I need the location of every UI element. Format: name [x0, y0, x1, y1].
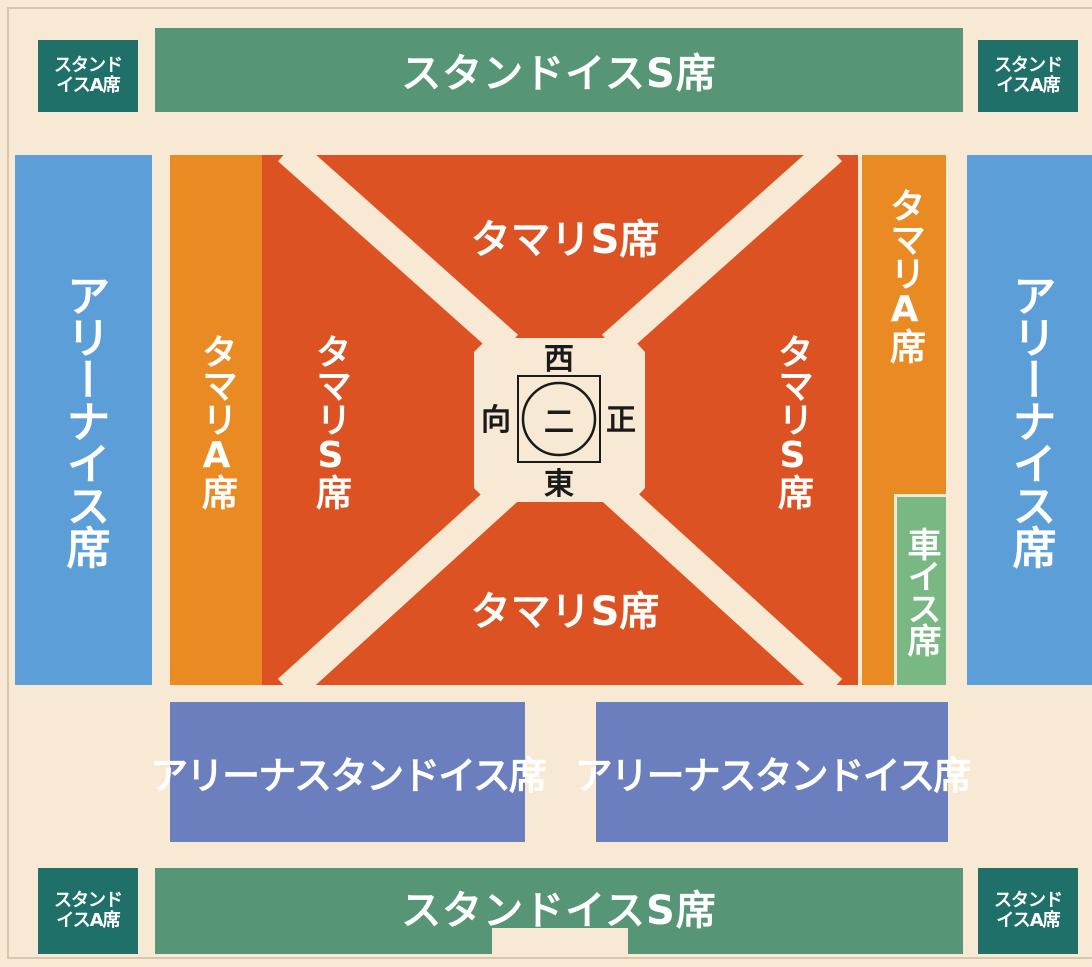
- tamari-s-seat-left[interactable]: タマリS席: [290, 285, 370, 555]
- arena-seat-label: アリーナイス席: [58, 273, 110, 567]
- stand-s-seat-top[interactable]: スタンドイスS席: [155, 28, 963, 112]
- stand-a-label-line1: スタンド: [54, 55, 123, 76]
- stand-a-label-line1: スタンド: [994, 55, 1063, 76]
- wheelchair-seat-label: 車イス席: [901, 527, 941, 655]
- arena-seat-left[interactable]: アリーナイス席: [15, 155, 152, 685]
- tamari-a-label: タマリA席: [884, 187, 925, 362]
- ring-west-label: 向: [481, 403, 511, 438]
- stand-a-label-line2: イスA席: [996, 75, 1060, 96]
- tamari-a-seat-left[interactable]: タマリA席: [170, 155, 262, 685]
- wheelchair-seat[interactable]: 車イス席: [894, 494, 946, 685]
- entrance-gap: [492, 928, 628, 955]
- stand-a-label-line1: スタンド: [994, 890, 1063, 911]
- arena-stand-label: アリーナスタンドイス席: [150, 753, 547, 798]
- stand-a-seat-top-right[interactable]: スタンド イスA席: [978, 40, 1078, 112]
- stand-a-label-line2: イスA席: [56, 910, 120, 931]
- map-frame: [7, 7, 1092, 959]
- arena-seat-right[interactable]: アリーナイス席: [967, 155, 1092, 685]
- stand-a-label-line2: イスA席: [56, 75, 120, 96]
- dohyo-square: [517, 375, 601, 463]
- aisle-lines: [277, 138, 843, 702]
- tamari-s-label-bottom: タマリS席: [471, 589, 660, 635]
- arena-stand-seat-left[interactable]: アリーナスタンドイス席: [150, 702, 547, 842]
- tamari-s-label: タマリS席: [772, 332, 813, 508]
- tamari-s-label-top: タマリS席: [471, 217, 660, 263]
- stand-a-label-line2: イスA席: [996, 910, 1060, 931]
- ring-south-label: 東: [544, 467, 574, 502]
- stand-a-seat-top-left[interactable]: スタンド イスA席: [38, 40, 138, 112]
- stand-a-label-line1: スタンド: [54, 890, 123, 911]
- tamari-a-label: タマリA席: [196, 332, 237, 508]
- ring-east-label: 正: [606, 403, 636, 438]
- ring-zone: [474, 338, 645, 502]
- stand-s-label: スタンドイスS席: [401, 51, 717, 97]
- ring-north-label: 西: [544, 342, 574, 377]
- dohyo-symbol: 二: [544, 405, 574, 440]
- arena-seat-label: アリーナイス席: [1004, 273, 1056, 567]
- tamari-s-label: タマリS席: [310, 332, 351, 508]
- dohyo-circle: [521, 381, 597, 457]
- stand-a-seat-bottom-left[interactable]: スタンド イスA席: [38, 868, 138, 954]
- arena-stand-label: アリーナスタンドイス席: [574, 753, 972, 798]
- tamari-s-seat-right[interactable]: タマリS席: [752, 285, 832, 555]
- stand-s-label: スタンドイスS席: [401, 888, 717, 934]
- arena-stand-seat-right[interactable]: アリーナスタンドイス席: [575, 702, 971, 842]
- stand-a-seat-bottom-right[interactable]: スタンド イスA席: [978, 868, 1078, 954]
